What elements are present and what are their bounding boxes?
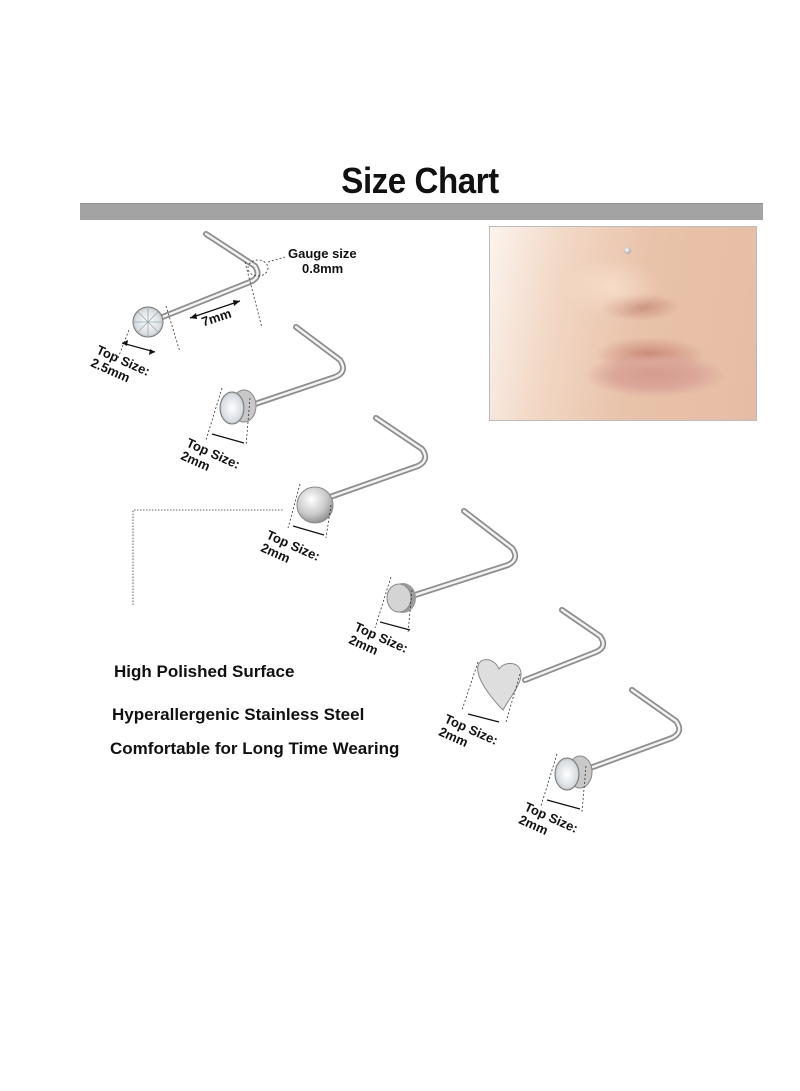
stud-6-bezel-crystal bbox=[540, 687, 683, 813]
stud-1-prong-crystal bbox=[117, 231, 286, 359]
nose-stud-icon bbox=[624, 247, 631, 254]
title-divider-bar bbox=[80, 203, 763, 220]
stud-2-bezel-crystal bbox=[205, 324, 347, 447]
stud-3-ball bbox=[132, 415, 429, 605]
stud-4-flat-disc bbox=[374, 508, 519, 634]
feature-polished: High Polished Surface bbox=[114, 662, 295, 681]
model-photo bbox=[489, 226, 757, 421]
stud-5-heart bbox=[461, 607, 607, 723]
feature-comfortable: Comfortable for Long Time Wearing bbox=[110, 739, 400, 758]
gauge-size-label: Gauge size bbox=[288, 246, 357, 261]
page-title: Size Chart bbox=[341, 160, 499, 201]
feature-hypoallergenic: Hyperallergenic Stainless Steel bbox=[112, 705, 365, 724]
gauge-size-value: 0.8mm bbox=[302, 261, 344, 276]
